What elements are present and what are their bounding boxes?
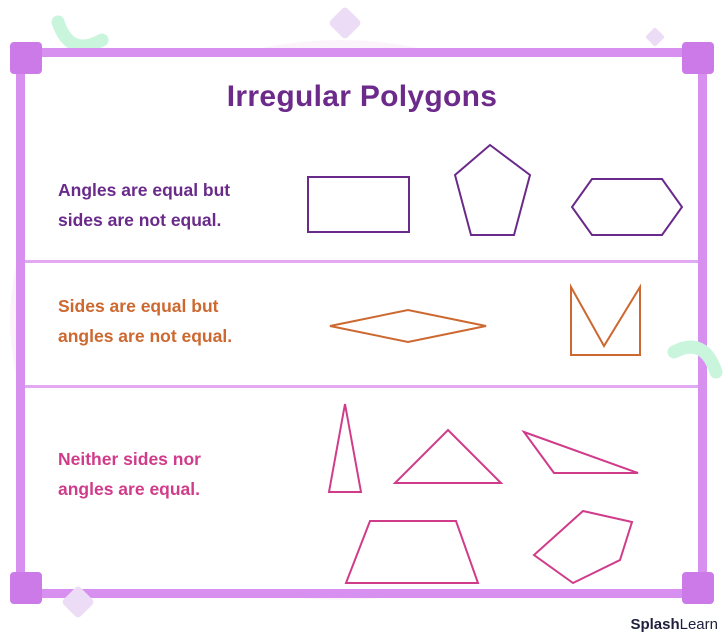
trapezoid-shape: [344, 520, 480, 584]
hexagon-shape: [570, 178, 684, 236]
frame-corner-bottom-left: [10, 572, 42, 604]
brand-logo-thin: Learn: [679, 616, 718, 633]
decoration-diamond-small: [645, 27, 665, 47]
frame-corner-bottom-right: [682, 572, 714, 604]
row-1-label-line-2: sides are not equal.: [58, 210, 222, 230]
decoration-diamond-top: [329, 7, 361, 39]
decoration-green-arc-right: [667, 340, 723, 379]
decoration-green-arc-top: [51, 15, 109, 53]
row-1-label-line-1: Angles are equal but: [58, 180, 231, 200]
frame-corner-top-right: [682, 42, 714, 74]
concave-m-shape: [570, 283, 641, 356]
row-3-label: Neither sides nor angles are equal.: [58, 444, 288, 504]
row-1-label: Angles are equal but sides are not equal…: [58, 175, 288, 235]
row-divider-2: [25, 385, 698, 388]
frame-corner-top-left: [10, 42, 42, 74]
pentagon-shape: [453, 143, 532, 236]
row-2-label: Sides are equal but angles are not equal…: [58, 291, 288, 351]
decoration-diamond-bottom: [62, 586, 94, 618]
row-2-label-line-2: angles are not equal.: [58, 326, 233, 346]
rhombus-shape: [329, 308, 487, 344]
row-divider-1: [25, 260, 698, 263]
row-3-label-line-2: angles are equal.: [58, 479, 201, 499]
row-3-label-line-1: Neither sides nor: [58, 449, 201, 469]
row-2-label-line-1: Sides are equal but: [58, 296, 219, 316]
thin-triangle-shape: [327, 403, 363, 493]
rectangle-shape: [307, 176, 410, 233]
page-title: Irregular Polygons: [226, 80, 498, 113]
obtuse-triangle-shape: [392, 428, 504, 484]
brand-logo: SplashLearn: [630, 616, 718, 633]
irregular-pentagon-shape: [532, 509, 634, 585]
brand-logo-bold: Splash: [630, 616, 680, 633]
scalene-triangle-shape: [521, 429, 639, 474]
